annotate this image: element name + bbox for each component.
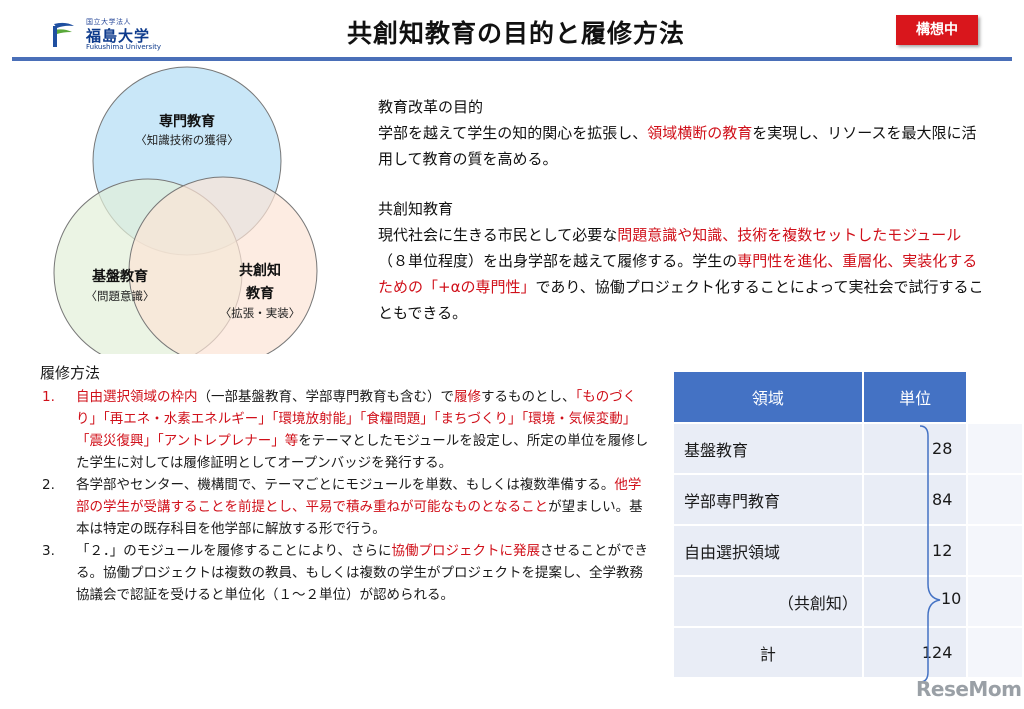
- university-logo-mark: [53, 22, 74, 47]
- row-domain: 計: [674, 628, 862, 677]
- header-domain: 領域: [674, 372, 862, 422]
- status-badge: 構想中: [896, 15, 978, 45]
- venn-circle-kyoso: [128, 176, 318, 354]
- watermark-logo: ReseMom: [916, 677, 1022, 701]
- table-row: （共創知）: [674, 577, 1022, 626]
- method-item-2: 2. 各学部やセンター、機構間で、テーマごとにモジュールを単数、もしくは複数準備…: [42, 477, 643, 537]
- venn-top-label: 専門教育: [159, 114, 215, 130]
- method-item-1: 1. 自由選択領域の枠内（一部基盤教育、学部専門教育も含む）で履修するものとし、…: [42, 389, 649, 471]
- purpose-paragraph: 学部を越えて学生の知的関心を拡張し、領域横断の教育を実現し、リソースを最大限に活…: [378, 124, 977, 168]
- row-domain: 学部専門教育: [674, 475, 862, 524]
- venn-right-sub: 〈拡張・実装〉: [219, 306, 301, 320]
- brace-value: 10: [941, 589, 962, 608]
- row-credits: 28: [863, 424, 967, 473]
- logo-university-name: 福島大学: [86, 27, 151, 45]
- venn-left-sub: 〈問題意識〉: [85, 289, 155, 303]
- header-credits: 単位: [863, 372, 967, 422]
- header-divider: [12, 57, 1012, 61]
- table-header-row: 領域 単位: [674, 372, 1022, 422]
- row-credits: 124: [863, 628, 967, 677]
- brace-icon: [919, 425, 941, 683]
- row-domain: 自由選択領域: [674, 526, 862, 575]
- row-domain: （共創知）: [674, 577, 862, 626]
- page-title: 共創知教育の目的と履修方法: [346, 19, 685, 48]
- row-credits: 84: [863, 475, 967, 524]
- method-heading: 履修方法: [40, 364, 101, 382]
- row-credits: [863, 577, 967, 626]
- table-row: 自由選択領域 12: [674, 526, 1022, 575]
- venn-circles: [53, 66, 318, 354]
- venn-top-sub: 〈知識技術の獲得〉: [135, 133, 239, 147]
- venn-left-label: 基盤教育: [92, 269, 148, 285]
- method-list: 1. 自由選択領域の枠内（一部基盤教育、学部専門教育も含む）で履修するものとし、…: [40, 386, 650, 606]
- credits-table: 領域 単位 基盤教育 28 学部専門教育 84 自由選択領域 12 （共創知） …: [672, 370, 1024, 679]
- row-credits: 12: [863, 526, 967, 575]
- method-item-3: 3. 「２．」のモジュールを履修することにより、さらに協働プロジェクトに発展させ…: [42, 543, 648, 603]
- kyoso-heading: 共創知教育: [378, 200, 454, 218]
- table-row: 学部専門教育 84: [674, 475, 1022, 524]
- venn-right-label-2: 教育: [246, 286, 274, 302]
- table-row: 計 124: [674, 628, 1022, 677]
- logo-small-text: 国立大学法人: [86, 18, 131, 26]
- logo-english-name: Fukushima University: [86, 43, 162, 51]
- venn-right-label-1: 共創知: [239, 263, 281, 279]
- purpose-heading: 教育改革の目的: [378, 98, 484, 116]
- table-row: 基盤教育 28: [674, 424, 1022, 473]
- row-domain: 基盤教育: [674, 424, 862, 473]
- kyoso-paragraph: 現代社会に生きる市民として必要な問題意識や知識、技術を複数セットしたモジュール（…: [378, 226, 984, 322]
- venn-diagram: 専門教育 〈知識技術の獲得〉 基盤教育 〈問題意識〉 共創知 教育 〈拡張・実装…: [40, 64, 340, 354]
